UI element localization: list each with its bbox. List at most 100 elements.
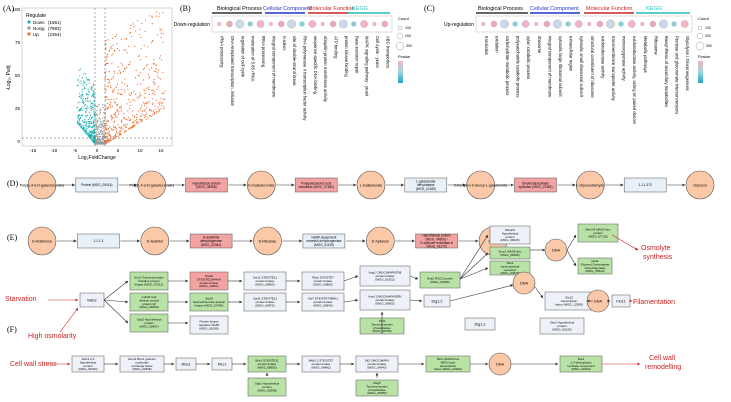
volcano-point bbox=[92, 120, 94, 122]
volcano-point bbox=[155, 68, 157, 70]
go-term-label: oxidoreductase activity, acting on paire… bbox=[632, 36, 637, 124]
volcano-point-nosig bbox=[102, 124, 104, 126]
volcano-point bbox=[79, 75, 81, 77]
volcano-point bbox=[161, 103, 163, 105]
go-term-label: maturation of 5.8S rRNA bbox=[251, 36, 256, 82]
volcano-point bbox=[107, 53, 109, 56]
volcano-point bbox=[117, 66, 119, 68]
volcano-point-nosig bbox=[96, 142, 98, 145]
dotplot-dot bbox=[268, 22, 273, 26]
go-term-label: nucleus bbox=[282, 36, 287, 50]
volcano-point bbox=[125, 38, 127, 40]
volcano-point bbox=[110, 139, 112, 141]
volcano-point-nosig bbox=[101, 143, 103, 145]
volcano-point bbox=[85, 107, 87, 110]
volcano-point bbox=[92, 108, 94, 110]
volcano-point bbox=[93, 140, 95, 142]
volcano-point bbox=[126, 52, 128, 54]
volcano-point-nosig bbox=[95, 113, 97, 115]
volcano-point-nosig bbox=[102, 117, 104, 119]
node-label: Ste20 bbox=[205, 274, 213, 278]
go-term-label: Pentose and glucuronate interconversions bbox=[675, 36, 680, 114]
volcano-point bbox=[148, 69, 150, 71]
node-label: Msg5 bbox=[373, 381, 381, 385]
metabolite-node bbox=[137, 170, 166, 200]
volcano-point bbox=[147, 46, 149, 48]
volcano-point bbox=[92, 139, 94, 141]
volcano-points bbox=[76, 11, 166, 145]
node-label: protein kinase bbox=[200, 281, 219, 285]
volcano-point bbox=[92, 135, 94, 137]
volcano-point bbox=[118, 49, 120, 52]
dotplot-dot bbox=[287, 19, 296, 29]
volcano-point bbox=[148, 76, 151, 78]
volcano-point bbox=[92, 105, 94, 107]
volcano-point bbox=[90, 132, 92, 134]
go-term-label: cytosolic small ribosomal subunit bbox=[579, 36, 584, 98]
panel-c-letter: (C) bbox=[424, 4, 435, 13]
node-label: (MGG_06398) bbox=[257, 389, 276, 393]
volcano-point bbox=[140, 36, 142, 38]
node-label: protein kinase bbox=[376, 274, 395, 278]
x-tick: -5 bbox=[73, 148, 77, 153]
node-label: Poly(1,4-α-D-galacturonate) bbox=[129, 183, 173, 187]
volcano-point bbox=[121, 93, 123, 96]
dotplot-dot bbox=[640, 22, 645, 26]
volcano-point bbox=[128, 117, 130, 119]
volcano-point bbox=[129, 61, 131, 63]
volcano-point bbox=[118, 111, 120, 113]
volcano-point bbox=[145, 115, 147, 117]
node-label: protein kinase bbox=[256, 279, 275, 283]
signal-arrow bbox=[59, 307, 79, 333]
volcano-point bbox=[78, 92, 81, 94]
volcano-point bbox=[106, 98, 108, 100]
volcano-point bbox=[88, 125, 90, 127]
volcano-point bbox=[110, 106, 112, 108]
go-term-label: regulation of cell cycle bbox=[240, 36, 245, 78]
volcano-point bbox=[124, 117, 126, 120]
volcano-point bbox=[83, 82, 85, 84]
volcano-point bbox=[93, 121, 95, 123]
volcano-point bbox=[161, 92, 163, 94]
volcano-point bbox=[151, 40, 153, 42]
node-label: Dihydrodipicolinate bbox=[522, 181, 549, 185]
volcano-point-nosig bbox=[98, 103, 100, 105]
volcano-point bbox=[92, 133, 94, 135]
volcano-point bbox=[150, 109, 152, 111]
volcano-point bbox=[90, 123, 92, 125]
go-term-label: transmembrane transporter activity bbox=[611, 36, 616, 102]
volcano-point bbox=[114, 136, 116, 138]
volcano-point bbox=[118, 113, 120, 115]
volcano-point bbox=[105, 44, 107, 46]
volcano-point bbox=[128, 93, 130, 95]
y-tick: 100 bbox=[12, 7, 20, 12]
volcano-point bbox=[88, 111, 91, 113]
dotplot-dot bbox=[235, 19, 245, 29]
enzyme-node bbox=[185, 177, 228, 193]
volcano-point bbox=[130, 92, 132, 94]
node-label: Mkk1,2 STE/STE7 bbox=[309, 359, 334, 363]
volcano-point bbox=[81, 119, 83, 121]
tec1-node bbox=[464, 317, 496, 331]
node-label: Opy2 Hypothetical bbox=[137, 318, 162, 322]
volcano-point bbox=[113, 98, 115, 100]
volcano-point bbox=[121, 119, 123, 121]
node-label: Kss1 CMGC/MAPK/ERK bbox=[368, 295, 401, 299]
volcano-point bbox=[88, 123, 90, 125]
dotplot-dot bbox=[565, 21, 571, 27]
signal-arrow bbox=[459, 267, 489, 280]
volcano-point bbox=[114, 101, 116, 103]
go-term-label: ABC transporters bbox=[385, 36, 390, 68]
go-term-label: protein kinase binding bbox=[344, 36, 349, 77]
volcano-point bbox=[92, 93, 94, 95]
volcano-point bbox=[142, 110, 144, 112]
node-label: nucleotide bbox=[135, 360, 149, 364]
volcano-point-nosig bbox=[100, 138, 102, 140]
dotplot-dot bbox=[627, 20, 636, 28]
pathway-d: Poly(1,4-α-D-galacturonate)Protein (MGG_… bbox=[20, 170, 715, 200]
volcano-point bbox=[135, 69, 137, 71]
volcano-point bbox=[116, 83, 119, 85]
volcano-point bbox=[112, 53, 114, 55]
volcano-point bbox=[120, 133, 122, 135]
volcano-point bbox=[152, 102, 154, 104]
